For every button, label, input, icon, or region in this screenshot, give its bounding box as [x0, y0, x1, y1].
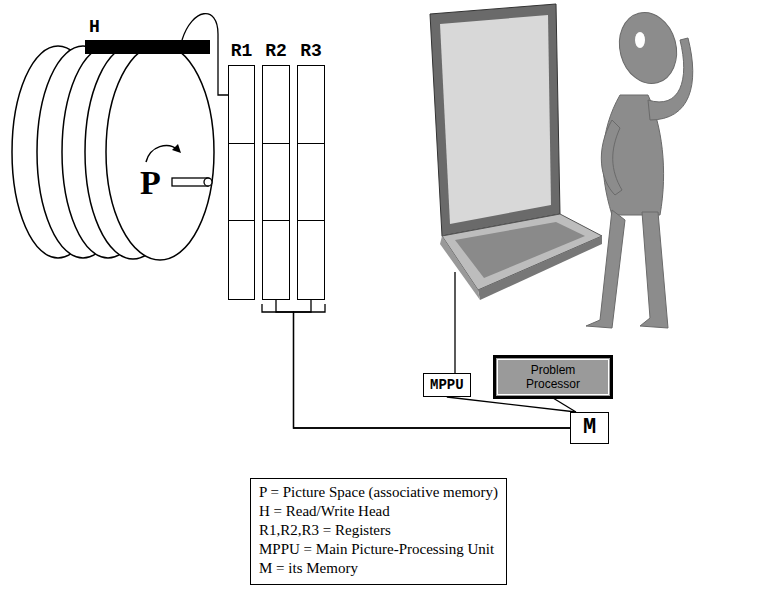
memory-box: M: [570, 412, 609, 444]
part-label: P: [140, 165, 161, 201]
register-divider: [298, 220, 324, 221]
box-label: MPPU: [430, 377, 464, 393]
key-line: MPPU = Main Picture-Processing Unit: [259, 540, 498, 559]
register-label: R1: [231, 41, 253, 61]
box-label: Problem Processor: [510, 363, 596, 391]
register-label: R2: [265, 41, 287, 61]
register-column: R2: [262, 65, 290, 300]
box-label: M: [583, 413, 596, 443]
key-line: H = Read/Write Head: [259, 502, 498, 521]
thinking-person: [586, 6, 693, 328]
connector-line: [447, 397, 576, 412]
unit-box: MPPU: [423, 373, 471, 397]
register-label: R3: [300, 41, 322, 61]
processor-box: Problem Processor: [494, 356, 612, 398]
key-line: R1,R2,R3 = Registers: [259, 521, 498, 540]
register-bracket: [262, 304, 325, 312]
register-column: R1: [228, 65, 255, 300]
key-line: P = Picture Space (associative memory): [259, 483, 498, 502]
spindle: [172, 178, 212, 186]
rotation-arrow: [146, 146, 178, 162]
head-bar: H: [85, 40, 210, 54]
connector-line: [553, 398, 576, 412]
register-divider: [263, 143, 289, 144]
key-box: P = Picture Space (associative memory)H …: [250, 478, 507, 585]
register-divider: [263, 220, 289, 221]
register-divider: [298, 143, 324, 144]
register-divider: [229, 143, 254, 144]
head-label: H: [89, 17, 100, 37]
key-line: M = its Memory: [259, 559, 498, 578]
laptop: [430, 4, 602, 300]
rotation-arrowhead: [172, 144, 181, 153]
register-column: R3: [297, 65, 325, 300]
laptop-cable: [454, 272, 455, 373]
disk-drum: [12, 44, 214, 260]
register-divider: [229, 220, 254, 221]
connector-line: [182, 14, 228, 95]
